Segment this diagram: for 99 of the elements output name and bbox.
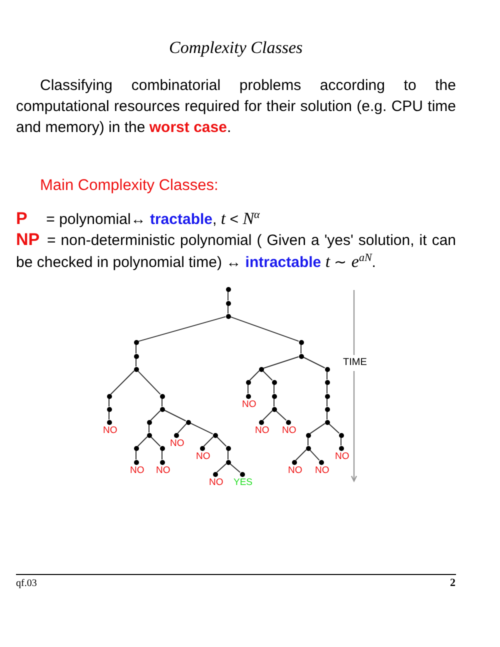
- tree-branch: [108, 398, 110, 407]
- tree-node-dot: [324, 406, 330, 412]
- tree-node-dot: [160, 460, 164, 464]
- outcome-label: YES: [234, 478, 253, 488]
- outcome-label: NO: [196, 452, 210, 462]
- tree-node-dot: [134, 460, 138, 464]
- tree-branch: [275, 410, 287, 421]
- tree-node-dot: [286, 420, 290, 424]
- outcome-label: NO: [156, 466, 170, 476]
- tree-node-dot: [292, 460, 296, 464]
- outcome-label: NO: [242, 400, 256, 410]
- tree-branch: [328, 423, 340, 434]
- tree-node-dot: [174, 432, 178, 438]
- outcome-label: NO: [130, 466, 144, 476]
- outcome-label: NO: [282, 426, 296, 436]
- tree-node-dot: [134, 354, 138, 358]
- tree-node-dot: [272, 406, 276, 412]
- tree-node-dot: [324, 394, 330, 398]
- tree-branch: [230, 316, 300, 342]
- footer-text: qf.03: [16, 578, 37, 590]
- tree-branch: [229, 463, 241, 473]
- outcome-label: NO: [170, 439, 184, 449]
- tree-node-dot: [106, 420, 112, 424]
- tree-branch: [216, 463, 227, 473]
- tree-node-dot: [246, 380, 250, 384]
- tree-node-dot: [324, 420, 330, 424]
- tree-node-dot: [146, 420, 152, 424]
- tree-node-dot: [272, 380, 276, 384]
- tree-node-dot: [212, 432, 218, 438]
- tree-node-dot: [160, 446, 164, 450]
- tree-branch: [108, 411, 110, 420]
- tree-branch: [203, 436, 214, 447]
- tree-node-dot: [212, 472, 218, 476]
- tree-branch: [138, 316, 226, 342]
- tree-branch: [326, 371, 328, 380]
- tree-branch: [110, 370, 135, 395]
- tree-node-dot: [134, 340, 138, 344]
- tree-branch: [302, 356, 326, 368]
- tree-branch: [150, 436, 161, 447]
- section-heading: Main Complexity Classes:: [40, 176, 218, 196]
- page-number: 2: [450, 577, 456, 589]
- tree-branch: [340, 437, 342, 446]
- tree-node-dot: [324, 380, 330, 384]
- tree-node-dot: [272, 394, 276, 398]
- tree-node-dot: [298, 354, 304, 358]
- tree-node-dot: [306, 432, 310, 438]
- tree-branch: [262, 410, 273, 421]
- outcome-label: NO: [315, 466, 330, 476]
- tree-node-dot: [226, 460, 230, 464]
- tree-node-dot: [146, 432, 152, 438]
- tree-branch: [216, 436, 227, 447]
- outcome-label: NO: [103, 426, 118, 436]
- tree-branch: [137, 370, 161, 395]
- tree-node-dot: [226, 446, 230, 450]
- tree-branch: [326, 384, 328, 394]
- tree-node-dot: [226, 300, 230, 306]
- tree-node-dot: [298, 340, 304, 344]
- tree-node-dot: [338, 446, 344, 450]
- tree-node-dot: [134, 446, 138, 450]
- tree-branch: [309, 449, 320, 461]
- class-definition: NP = non-deterministic polynomial ( Given a 'yes' solution, it can be checked in polynomial time) ↔ intractable t ∼ e$^{aN}$.: [16, 229, 456, 273]
- tree-branch: [326, 411, 328, 420]
- tree-branch: [177, 423, 187, 434]
- outcome-label: NO: [288, 466, 302, 476]
- slide-title: Complexity Classes: [169, 38, 303, 58]
- outcome-label: NO: [255, 426, 270, 436]
- tree-node-dot: [106, 406, 112, 412]
- tree-node-dot: [240, 472, 244, 476]
- tree-node-dot: [324, 366, 330, 372]
- tree-node-dot: [306, 446, 310, 450]
- tree-branch: [295, 449, 307, 461]
- outcome-label: NO: [335, 452, 350, 462]
- tree-node-dot: [246, 394, 250, 398]
- tree-node-dot: [258, 420, 264, 424]
- tree-branch: [190, 422, 214, 434]
- tree-branch: [150, 410, 161, 421]
- tree-branch: [164, 410, 186, 422]
- tree-node-dot: [186, 420, 190, 424]
- tree-branch: [249, 370, 260, 381]
- tree-node-dot: [226, 286, 230, 292]
- tree-branch: [262, 356, 300, 369]
- tree-node-dot: [106, 394, 112, 398]
- tree-node-dot: [258, 366, 264, 372]
- tree-node-dot: [226, 314, 230, 318]
- tree-branch: [137, 436, 148, 447]
- class-definition: P = polynomial↔ tractable, t < N$^{α}$: [16, 208, 261, 230]
- outcome-label: NO: [209, 478, 224, 488]
- tree-node-dot: [160, 394, 164, 398]
- intro-paragraph: Classifying combinatorial problems according to the computational resources required for their solution (e.g. CPU time and memory) in the worst case.: [16, 76, 456, 138]
- tree-branch: [326, 398, 328, 407]
- tree-branch: [262, 370, 273, 381]
- tree-branch: [148, 424, 150, 433]
- tree-node-dot: [134, 366, 138, 372]
- tree-branch: [300, 344, 302, 354]
- tree-branch: [310, 422, 326, 434]
- tree-node-dot: [338, 432, 344, 438]
- tree-node-dot: [200, 446, 204, 450]
- tree-node-dot: [160, 406, 164, 412]
- tree-node-dot: [318, 460, 324, 464]
